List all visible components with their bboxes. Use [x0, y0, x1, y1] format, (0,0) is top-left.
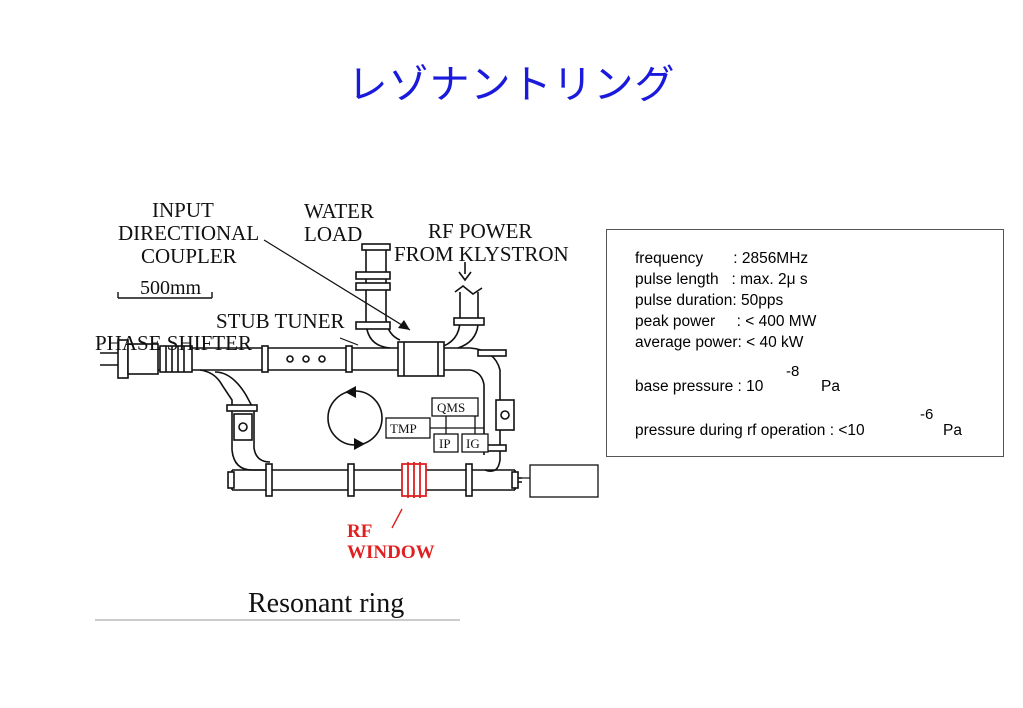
spec-panel: frequency : 2856MHz pulse length : max. …: [606, 229, 1004, 457]
qms-box: [431, 397, 479, 417]
ip-label: IP: [439, 436, 451, 451]
qms-label: QMS: [437, 400, 465, 415]
spec-operation-pressure-unit: Pa: [943, 422, 962, 439]
rf-window-label: RF: [347, 521, 372, 542]
spec-average-power: average power: < 40 kW: [635, 334, 804, 351]
spec-operation-pressure: pressure during rf operation : <10: [635, 422, 865, 439]
diagram-caption: Resonant ring: [248, 588, 404, 619]
rf-power-label: RF POWER: [428, 219, 532, 243]
spec-base-pressure-unit: Pa: [821, 378, 840, 395]
rf-window-label: WINDOW: [347, 542, 435, 563]
spec-pulse-length: pulse length : max. 2μ s: [635, 271, 808, 288]
tmp-label: TMP: [390, 421, 417, 436]
stub-tuner-label: STUB TUNER: [216, 309, 345, 333]
spec-peak-power: peak power : < 400 MW: [635, 313, 817, 330]
input-coupler-label: DIRECTIONAL: [118, 221, 259, 245]
page-title: レゾナントリング: [347, 62, 676, 108]
scale-label: 500mm: [140, 277, 202, 299]
scale-bar: [117, 292, 213, 299]
rf-window: [401, 462, 427, 498]
rf-power-label: FROM KLYSTRON: [394, 242, 569, 266]
circulation-arrow: [327, 390, 383, 446]
directional-coupler: [397, 341, 445, 377]
water-load-label: LOAD: [304, 222, 362, 246]
external-box: [529, 464, 599, 498]
spec-pulse-duration: pulse duration: 50pps: [635, 292, 784, 309]
phase-shifter-label: PHASE SHIFTER: [95, 331, 252, 355]
ig-label: IG: [466, 436, 480, 451]
water-load-branch: [365, 245, 401, 349]
input-coupler-label: COUPLER: [141, 244, 237, 268]
water-load-label: WATER: [304, 199, 374, 223]
spec-operation-pressure-exponent: -6: [920, 406, 934, 423]
spec-base-pressure-exponent: -8: [786, 363, 800, 380]
spec-frequency: frequency : 2856MHz: [635, 250, 809, 267]
spec-base-pressure: base pressure : 10: [635, 378, 764, 395]
input-coupler-label: INPUT: [152, 198, 214, 222]
